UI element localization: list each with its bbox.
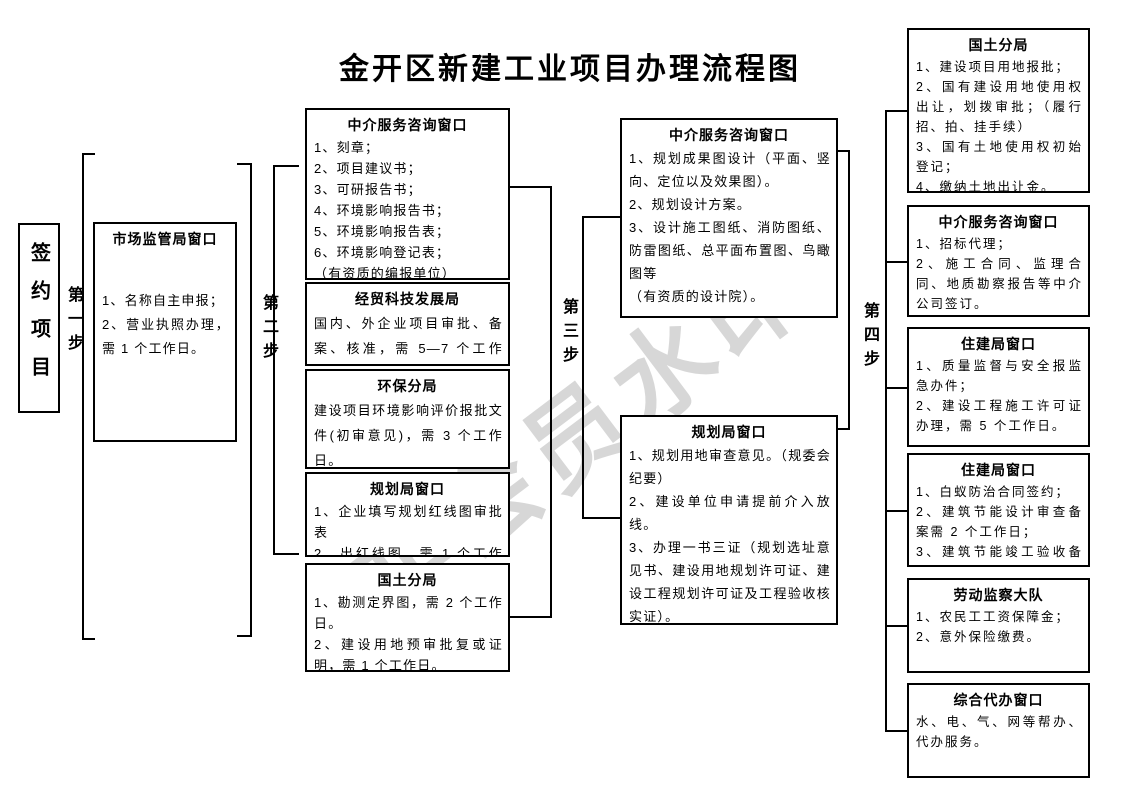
box-line: 3、设计施工图纸、消防图纸、防雷图纸、总平面布置图、鸟瞰图等 [629,220,831,281]
box-land-branch-step4: 国土分局 1、建设项目用地报批； 2、国有建设用地使用权出让，划拨审批；（履行招… [907,28,1090,193]
box-labor-inspection-brigade: 劳动监察大队 1、农民工工资保障金； 2、意外保险缴费。 [907,578,1090,673]
box-line: 建设项目环境影响评价报批文件(初审意见)，需 3 个工作日。 [314,403,503,468]
box-line: 1、规划成果图设计（平面、竖向、定位以及效果图）。 [629,151,831,189]
box-line: 3、国有土地使用权初始登记； [916,140,1083,174]
box-line: 1、白蚁防治合同签约； [916,485,1070,499]
box-line: 1、勘测定界图，需 2 个工作日。 [314,595,503,631]
entry-label: 签约项目 [27,242,50,394]
box-title: 中介服务咨询窗口 [347,117,468,133]
box-line: 1、企业填写规划红线图审批表 [314,504,503,540]
box-line: 2、建设工程施工许可证办理，需 5 个工作日。 [916,399,1083,433]
box-line: 1、建设项目用地报批； [916,60,1070,74]
box-line: 2、施工合同、监理合同、地质勘察报告等中介公司签订。 [916,257,1083,311]
box-environment-branch: 环保分局 建设项目环境影响评价报批文件(初审意见)，需 3 个工作日。 [305,369,510,469]
connector-branch-6 [885,730,907,732]
box-line: 2、国有建设用地使用权出让，划拨审批；（履行招、拍、挂手续） [916,80,1083,134]
step-label-2: 第二步 [260,294,277,366]
box-line: 2、出红线图，需 1 个工作日。 [314,546,503,557]
box-line: 1、质量监督与安全报监急办件； [916,359,1083,393]
box-title: 经贸科技发展局 [355,291,460,307]
connector-branch-5 [885,625,907,627]
box-line: 2、建设单位申请提前介入放线。 [629,494,831,532]
connector-trunk-step4 [885,110,887,732]
page-title: 金开区新建工业项目办理流程图 [339,52,801,87]
box-line: 2、建筑节能设计审查备案需 2 个工作日； [916,505,1083,539]
box-line: 4、缴纳土地出让金。 [916,180,1056,193]
bracket-step2-open [273,165,299,555]
bracket-step1-close [237,163,252,637]
box-line: 1、农民工工资保障金； [916,610,1070,624]
box-intermediary-service-step4: 中介服务咨询窗口 1、招标代理； 2、施工合同、监理合同、地质勘察报告等中介公司… [907,205,1090,317]
bracket-step3-close [838,150,850,430]
bracket-step1-open [82,153,95,640]
box-title: 国土分局 [968,37,1029,53]
connector-branch-3 [885,387,907,389]
bracket-step2-close [510,186,552,618]
box-title: 住建局窗口 [961,462,1036,478]
box-line: （有资质的设计院）。 [629,289,765,304]
box-line: 2、建设用地预审批复或证明，需 1 个工作日。 [314,637,503,672]
box-line: 1、刻章； [314,140,380,155]
connector-branch-1 [885,110,907,112]
entry-box-signed-project: 签约项目 [18,223,60,413]
box-line: 5、环境影响报告表； [314,224,451,239]
box-line: 1、规划用地审查意见。（规委会纪要） [629,448,831,486]
box-line: 1、招标代理； [916,237,1012,251]
box-line: 2、营业执照办理，需 1 个工作日。 [102,317,230,356]
box-planning-window-step2: 规划局窗口 1、企业填写规划红线图审批表 2、出红线图，需 1 个工作日。 [305,472,510,557]
box-title: 综合代办窗口 [953,692,1044,708]
box-title: 国土分局 [377,572,438,588]
box-planning-window-step3: 规划局窗口 1、规划用地审查意见。（规委会纪要） 2、建设单位申请提前介入放线。… [620,415,838,625]
box-title: 规划局窗口 [370,481,445,497]
box-title: 劳动监察大队 [953,587,1044,603]
connector-branch-2 [885,261,907,263]
box-line: 国内、外企业项目审批、备案、核准，需 5—7 个工作日。 [314,316,503,356]
box-line: 4、环境影响报告书； [314,203,451,218]
box-line: 2、意外保险缴费。 [916,630,1041,644]
box-comprehensive-agency-window: 综合代办窗口 水、电、气、网等帮办、代办服务。 [907,683,1090,778]
box-title: 住建局窗口 [961,336,1036,352]
connector-branch-4 [885,510,907,512]
box-title: 中介服务咨询窗口 [938,214,1059,230]
box-line: 2、项目建议书； [314,161,422,176]
step-label-1: 第一步 [65,286,82,358]
step-label-3: 第三步 [560,298,577,370]
box-line: 3、办理一书三证（规划选址意见书、建设用地规划许可证、建设工程规划许可证及工程验… [629,540,831,624]
box-line: （有资质的编报单位） [314,266,457,280]
box-title: 市场监管局窗口 [112,231,218,247]
box-line: 3、可研报告书； [314,182,422,197]
box-line: 3、建筑节能竣工验收备案，需 2 个工作日。 [916,545,1083,559]
box-line: 1、名称自主申报； [102,293,225,308]
box-housing-construction-window-1: 住建局窗口 1、质量监督与安全报监急办件； 2、建设工程施工许可证办理，需 5 … [907,327,1090,447]
box-line: 水、电、气、网等帮办、代办服务。 [916,715,1083,749]
box-title: 中介服务咨询窗口 [669,127,789,143]
box-housing-construction-window-2: 住建局窗口 1、白蚁防治合同签约； 2、建筑节能设计审查备案需 2 个工作日； … [907,453,1090,567]
box-line: 6、环境影响登记表； [314,245,451,260]
step-label-4: 第四步 [861,302,878,374]
box-land-branch-step2: 国土分局 1、勘测定界图，需 2 个工作日。 2、建设用地预审批复或证明，需 1… [305,563,510,672]
box-line: 2、规划设计方案。 [629,197,752,212]
box-intermediary-service-step3: 中介服务咨询窗口 1、规划成果图设计（平面、竖向、定位以及效果图）。 2、规划设… [620,118,838,318]
box-economy-tech-bureau: 经贸科技发展局 国内、外企业项目审批、备案、核准，需 5—7 个工作日。 [305,282,510,366]
box-market-supervision-window: 市场监管局窗口 1、名称自主申报； 2、营业执照办理，需 1 个工作日。 [93,222,237,442]
bracket-step3-open [582,216,620,519]
box-intermediary-service-step2: 中介服务咨询窗口 1、刻章； 2、项目建议书； 3、可研报告书； 4、环境影响报… [305,108,510,280]
box-title: 规划局窗口 [691,424,767,440]
box-title: 环保分局 [377,378,438,394]
